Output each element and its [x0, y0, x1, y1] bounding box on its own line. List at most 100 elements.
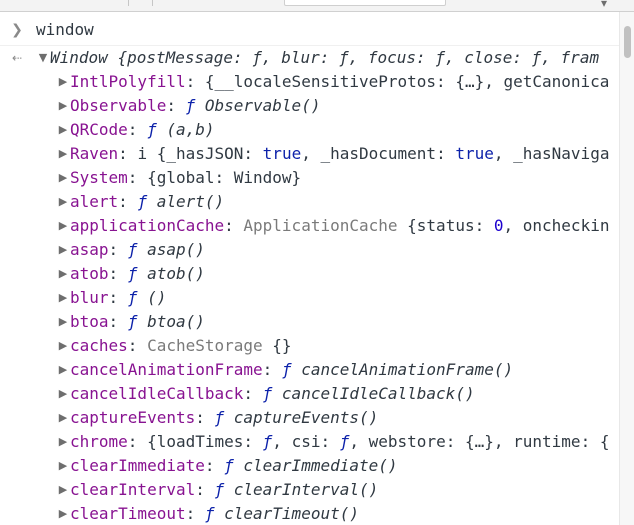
- filter-input[interactable]: [284, 0, 446, 6]
- property-row[interactable]: ▶applicationCache: ApplicationCache {sta…: [56, 214, 610, 238]
- property-row[interactable]: ▶System: {global: Window}: [56, 166, 301, 190]
- property-name: clearImmediate: [70, 456, 205, 475]
- property-value-part: , webstore: {…}, runtime: {: [349, 432, 610, 451]
- triangle-right-icon[interactable]: ▶: [58, 411, 68, 424]
- property-value-part: {}: [272, 336, 292, 355]
- property-value-part: 0: [493, 216, 504, 235]
- triangle-down-icon[interactable]: ▼: [38, 51, 48, 64]
- triangle-right-icon[interactable]: ▶: [58, 483, 68, 496]
- property-row[interactable]: ▶clearImmediate: ƒ clearImmediate(): [56, 454, 398, 478]
- property-row[interactable]: ▶alert: ƒ alert(): [56, 190, 224, 214]
- triangle-right-icon[interactable]: ▶: [58, 459, 68, 472]
- property-row[interactable]: ▶clearInterval: ƒ clearInterval(): [56, 478, 379, 502]
- triangle-right-icon[interactable]: ▶: [58, 291, 68, 304]
- property-value-part: , _hasNaviga: [493, 144, 610, 163]
- property-value-part: cancelAnimationFrame(): [301, 360, 514, 379]
- property-value-part: ƒ: [214, 408, 234, 427]
- property-row[interactable]: ▶caches: CacheStorage {}: [56, 334, 292, 358]
- property-row[interactable]: ▶cancelAnimationFrame: ƒ cancelAnimation…: [56, 358, 513, 382]
- property-value-part: {status:: [407, 216, 494, 235]
- property-value-part: , csi:: [272, 432, 340, 451]
- property-separator: :: [195, 408, 215, 427]
- scrollbar[interactable]: [619, 12, 634, 525]
- property-value-part: ƒ: [262, 384, 282, 403]
- triangle-right-icon[interactable]: ▶: [58, 243, 68, 256]
- property-value-part: clearImmediate(): [243, 456, 398, 475]
- property-row[interactable]: ▶Raven: i {_hasJSON: true, _hasDocument:…: [56, 142, 610, 166]
- property-name: atob: [70, 264, 109, 283]
- property-separator: :: [185, 504, 205, 523]
- triangle-right-icon[interactable]: ▶: [58, 219, 68, 232]
- property-separator: :: [127, 336, 148, 355]
- triangle-right-icon[interactable]: ▶: [58, 75, 68, 88]
- property-value-part: ƒ: [127, 312, 148, 331]
- scrollbar-thumb[interactable]: [624, 26, 631, 58]
- triangle-right-icon[interactable]: ▶: [58, 195, 68, 208]
- property-name: Raven: [70, 144, 119, 163]
- property-separator: :: [127, 168, 148, 187]
- property-value-part: (a,b): [166, 120, 215, 139]
- property-row[interactable]: ▶IntlPolyfill: {__localeSensitiveProtos:…: [56, 70, 610, 94]
- triangle-right-icon[interactable]: ▶: [58, 507, 68, 520]
- property-row[interactable]: ▶atob: ƒ atob(): [56, 262, 205, 286]
- triangle-right-icon[interactable]: ▶: [58, 339, 68, 352]
- property-name: btoa: [70, 312, 109, 331]
- property-value-part: captureEvents(): [233, 408, 379, 427]
- triangle-right-icon[interactable]: ▶: [58, 435, 68, 448]
- property-value-part: (): [147, 288, 167, 307]
- property-value-part: asap(): [147, 240, 205, 259]
- property-row[interactable]: ▶captureEvents: ƒ captureEvents(): [56, 406, 379, 430]
- triangle-right-icon[interactable]: ▶: [58, 147, 68, 160]
- property-value-part: i: [137, 144, 157, 163]
- triangle-right-icon[interactable]: ▶: [58, 99, 68, 112]
- property-separator: :: [127, 120, 148, 139]
- triangle-right-icon[interactable]: ▶: [58, 123, 68, 136]
- property-value-part: ƒ: [214, 480, 234, 499]
- property-value-part: , oncheckin: [503, 216, 610, 235]
- property-separator: :: [118, 192, 138, 211]
- property-name: QRCode: [70, 120, 128, 139]
- property-row[interactable]: ▶QRCode: ƒ (a,b): [56, 118, 215, 142]
- property-value-part: ƒ: [127, 240, 148, 259]
- property-value-part: ƒ: [147, 120, 167, 139]
- property-value-part: ƒ: [281, 360, 302, 379]
- property-separator: :: [243, 384, 263, 403]
- console-command: window: [36, 20, 94, 39]
- triangle-right-icon[interactable]: ▶: [58, 267, 68, 280]
- property-value-part: clearTimeout(): [224, 504, 359, 523]
- property-value-part: Observable(): [204, 96, 321, 115]
- triangle-right-icon[interactable]: ▶: [58, 315, 68, 328]
- property-row[interactable]: ▶asap: ƒ asap(): [56, 238, 205, 262]
- property-value-part: true: [262, 144, 302, 163]
- property-separator: :: [118, 144, 138, 163]
- property-row[interactable]: ▶btoa: ƒ btoa(): [56, 310, 205, 334]
- property-value-part: {__localeSensitiveProtos: {…}, getCanoni…: [204, 72, 610, 91]
- triangle-right-icon[interactable]: ▶: [58, 171, 68, 184]
- property-row[interactable]: ▶blur: ƒ (): [56, 286, 167, 310]
- chevron-right-icon: ❯: [11, 22, 23, 38]
- property-row[interactable]: ▶Observable: ƒ Observable(): [56, 94, 321, 118]
- object-header[interactable]: ▼Window {postMessage: ƒ, blur: ƒ, focus:…: [36, 46, 599, 70]
- property-name: applicationCache: [70, 216, 225, 235]
- property-value-part: , _hasDocument:: [301, 144, 456, 163]
- property-separator: :: [127, 432, 148, 451]
- property-value-part: {loadTimes:: [147, 432, 263, 451]
- triangle-right-icon[interactable]: ▶: [58, 387, 68, 400]
- property-value-part: ƒ: [127, 288, 148, 307]
- triangle-right-icon[interactable]: ▶: [58, 363, 68, 376]
- toolbar-separator: [128, 0, 129, 6]
- chevron-down-icon[interactable]: ▾: [601, 0, 608, 10]
- property-separator: :: [108, 240, 128, 259]
- property-row[interactable]: ▶clearTimeout: ƒ clearTimeout(): [56, 502, 359, 525]
- property-separator: :: [108, 312, 128, 331]
- property-name: alert: [70, 192, 119, 211]
- property-separator: :: [262, 360, 282, 379]
- property-value-part: ApplicationCache: [243, 216, 408, 235]
- property-value-part: atob(): [147, 264, 205, 283]
- property-value-part: ƒ: [127, 264, 148, 283]
- console-panel: ❯ window ⇠ ▼Window {postMessage: ƒ, blur…: [0, 12, 620, 525]
- property-row[interactable]: ▶chrome: {loadTimes: ƒ, csi: ƒ, webstore…: [56, 430, 610, 454]
- property-value-part: {global: Window}: [147, 168, 302, 187]
- property-value-part: clearInterval(): [233, 480, 379, 499]
- property-row[interactable]: ▶cancelIdleCallback: ƒ cancelIdleCallbac…: [56, 382, 475, 406]
